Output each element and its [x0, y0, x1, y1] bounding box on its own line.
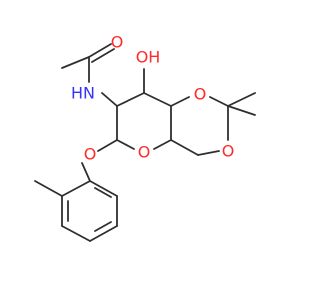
- molecule-canvas: O N H OH O O O O: [34, 32, 256, 242]
- bond-carbonyl-o-1: [88, 43, 112, 58]
- dioxane-oxygen-upper-label: O: [194, 85, 207, 104]
- bond-c2-c3: [116, 92, 145, 107]
- bond-lines: [34, 43, 256, 242]
- bond-ar6-ar1: [61, 180, 91, 197]
- bond-c1-o5: [116, 139, 135, 150]
- bond-n-ring: [101, 92, 118, 107]
- bond-ar4-ar5: [61, 225, 91, 242]
- bond-carbonyl-o-2: [91, 48, 115, 63]
- bond-methyl-carbonyl: [61, 56, 90, 69]
- bond-ar-inner-1: [94, 187, 112, 198]
- bond-c4-o4: [170, 96, 190, 107]
- bond-ar3-ar4: [89, 225, 118, 242]
- pyran-oxygen-label: O: [138, 143, 151, 162]
- bond-ar1-ar2: [89, 180, 118, 197]
- bond-ar-inner-2: [94, 221, 112, 232]
- structure-svg: O N H OH O O O O: [34, 33, 256, 242]
- amide-hydrogen-label: H: [71, 84, 83, 103]
- amide-nitrogen-label: N: [83, 84, 95, 103]
- bond-o5-c5: [153, 139, 172, 150]
- carbonyl-oxygen-label: O: [111, 33, 124, 52]
- hydroxyl-label: OH: [136, 48, 161, 67]
- bond-cme2-methyl-top: [227, 92, 256, 107]
- bond-c6-c5: [170, 139, 199, 156]
- bond-o6-c6: [197, 150, 220, 156]
- bond-ether-o-aryl: [81, 162, 91, 182]
- bond-ar-methyl: [34, 180, 63, 197]
- bond-cme2-methyl-right: [227, 105, 256, 116]
- bond-c3-c4: [143, 92, 172, 107]
- bond-o4-cme2: [209, 96, 229, 107]
- aryl-ether-oxygen-label: O: [84, 145, 97, 164]
- dioxane-oxygen-lower-label: O: [222, 142, 235, 161]
- bond-c1-ether-o: [97, 139, 118, 152]
- atom-labels: O N H OH O O O O: [71, 33, 234, 164]
